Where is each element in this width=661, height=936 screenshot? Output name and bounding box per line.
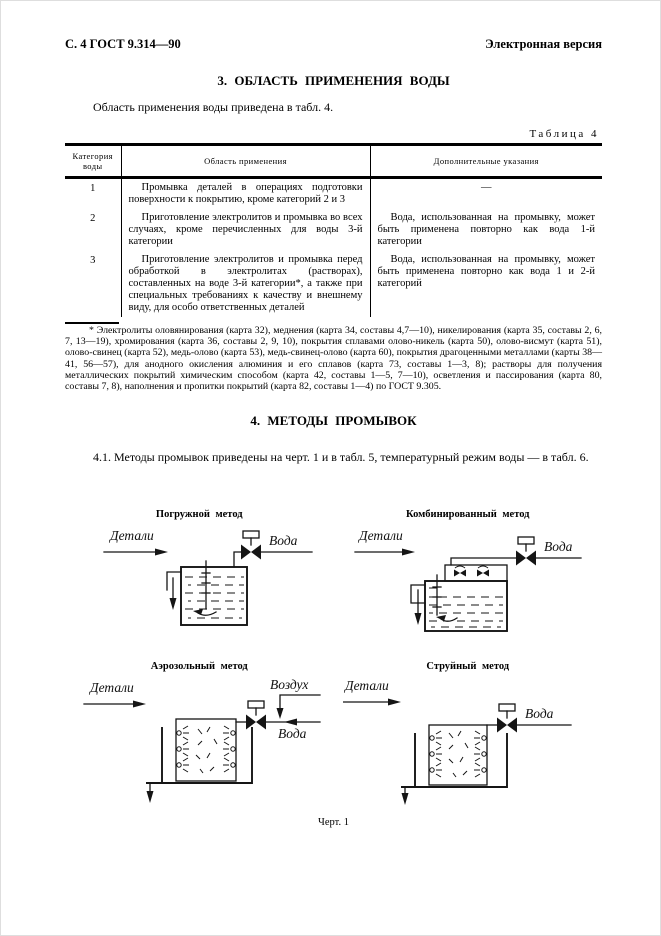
inlet-pipe [233, 551, 313, 568]
jet-method-cell: Струйный метод Детали [334, 661, 603, 805]
drain-arrow [401, 786, 409, 805]
jet-method-diagram: Детали [342, 678, 572, 805]
valve-icon [246, 700, 267, 730]
cell-category: 1 [65, 177, 122, 209]
table-row: 2 Приготовление электролитов и промывка … [65, 209, 602, 251]
outer-tank [400, 732, 508, 788]
immersion-method-title: Погружной метод [155, 508, 243, 520]
cell-application: Приготовление электролитов и промывка во… [121, 209, 371, 251]
immersion-method-diagram: Детали [103, 528, 313, 626]
aerosol-method-cell: Аэрозольный метод Детали [65, 661, 334, 805]
section3-intro: Область применения воды приведена в табл… [93, 100, 334, 114]
page-header: С. 4 ГОСТ 9.314—90 Электронная версия [65, 37, 602, 52]
cell-notes: — [481, 182, 492, 193]
table-footnote: * Электролиты оловянирования (карта 32),… [65, 325, 602, 393]
tank [166, 565, 249, 626]
combined-method-title: Комбинированный метод [405, 508, 530, 520]
spray-chamber [175, 718, 237, 782]
spray-chamber [428, 724, 488, 786]
water-surface [185, 576, 245, 619]
figure-methods-grid: Погружной метод Детали [65, 509, 602, 805]
jet-method-title: Струйный метод [426, 660, 510, 672]
overflow-arrow [414, 589, 422, 625]
table4-label: Таблица 4 [529, 128, 599, 140]
parts-flow-arrow [83, 700, 147, 708]
valve-icon [241, 530, 262, 560]
water-flow-arrow [284, 718, 298, 726]
col-header-notes: Дополнительные указания [370, 144, 602, 179]
water-label: Вода [544, 539, 573, 554]
parts-label: Детали [357, 528, 403, 543]
col-header-category: Категория воды [65, 144, 122, 179]
immersion-method-cell: Погружной метод Детали [65, 509, 334, 637]
water-category-table: Категория воды Область применения Дополн… [65, 143, 602, 317]
inlet-pipe [450, 557, 582, 566]
header-doc-number: С. 4 ГОСТ 9.314—90 [65, 37, 181, 51]
parts-label: Детали [108, 528, 154, 543]
cell-notes: Вода, использованная на промывку, может … [377, 212, 596, 247]
aerosol-method-title: Аэрозольный метод [150, 660, 248, 672]
col-header-application: Область применения [121, 144, 371, 179]
section4-paragraph: 4.1. Методы промывок приведены на черт. … [93, 450, 589, 465]
water-label: Вода [525, 706, 554, 721]
figure-caption: Черт. 1 [318, 816, 349, 828]
air-label: Воздух [270, 677, 308, 692]
combined-method-cell: Комбинированный метод Детали [334, 509, 603, 637]
section4-title: 4. МЕТОДЫ ПРОМЫВОК [250, 413, 417, 429]
parts-label: Детали [343, 678, 389, 693]
overflow-arrow [169, 577, 177, 610]
table-row: 3 Приготовление электролитов и промывка … [65, 251, 602, 317]
section3-title: 3. ОБЛАСТЬ ПРИМЕНЕНИЯ ВОДЫ [217, 73, 450, 88]
spray-mist [435, 730, 481, 778]
water-label: Вода [269, 533, 298, 548]
spray-nozzle-icon [453, 565, 489, 577]
table-row: 1 Промывка деталей в операциях подготовк… [65, 177, 602, 209]
parts-label: Детали [88, 680, 134, 695]
air-line-arrow [276, 694, 321, 719]
drain-arrow [146, 782, 154, 803]
parts-flow-arrow [354, 548, 415, 556]
parts-flow-arrow [103, 548, 169, 556]
cell-category: 3 [65, 251, 122, 317]
valve-icon [515, 536, 536, 566]
part-hanger [193, 560, 218, 616]
header-version-note: Электронная версия [485, 37, 602, 51]
cell-notes: Вода, использованная на промывку, может … [377, 254, 596, 289]
water-label: Вода [278, 726, 307, 741]
outer-tank [146, 726, 254, 784]
cell-category: 2 [65, 209, 122, 251]
aerosol-method-diagram: Детали [83, 677, 321, 803]
parts-flow-arrow [342, 698, 401, 706]
combined-method-diagram: Детали [354, 528, 582, 632]
cell-application: Промывка деталей в операциях подготовки … [121, 177, 371, 209]
part-hanger [432, 574, 458, 622]
spray-mist [182, 725, 230, 774]
footnote-rule [65, 322, 119, 324]
cell-application: Приготовление электролитов и промывка пе… [121, 251, 371, 317]
table-header-row: Категория воды Область применения Дополн… [65, 144, 602, 179]
tank [410, 564, 508, 632]
valve-icon [496, 703, 517, 733]
